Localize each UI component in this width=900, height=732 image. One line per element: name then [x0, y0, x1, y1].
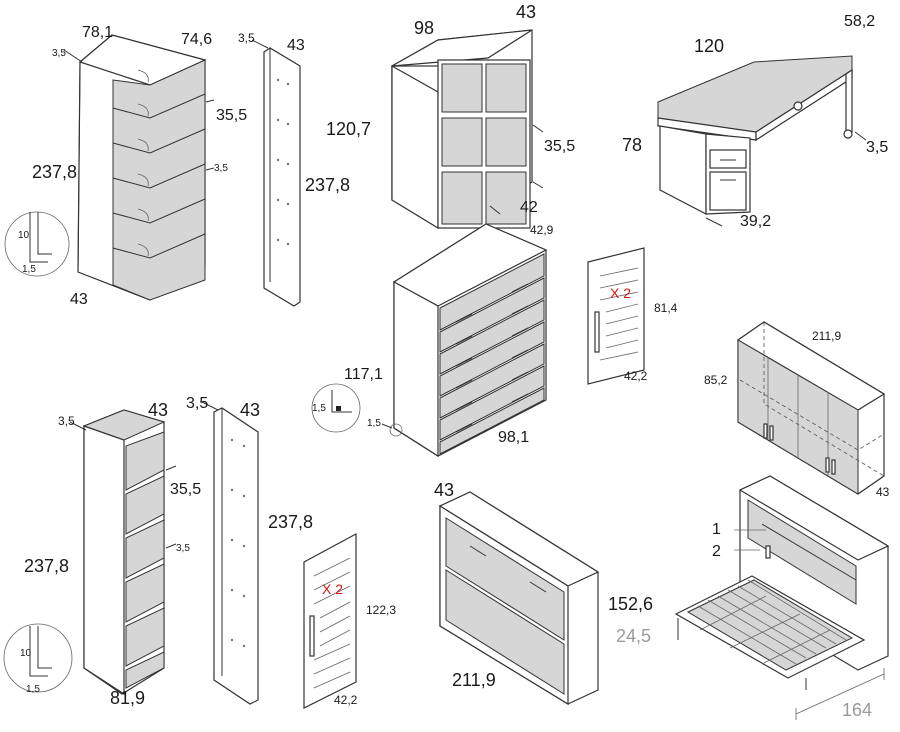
- corner-unit-shelf-depth: 35,5: [216, 107, 247, 124]
- open-shelf-height: 237,8: [24, 556, 69, 576]
- open-shelf-edge: 3,5: [58, 414, 75, 428]
- folding-bed-height: 152,6: [608, 594, 653, 614]
- open-shelf-drawing: [69, 409, 177, 696]
- open-shelf-shelf-depth: 35,5: [170, 481, 201, 498]
- cube-shelf-height: 120,7: [326, 119, 371, 139]
- side-panel-top-depth: 43: [287, 37, 305, 54]
- chest-foot: 1,5: [367, 418, 381, 429]
- door-top-width: 42,2: [624, 369, 648, 383]
- desk-height: 78: [622, 135, 642, 155]
- desk-depth: 58,2: [844, 13, 875, 30]
- open-bed-callout-2: 2: [712, 543, 721, 560]
- door-top-quantity: X 2: [610, 285, 631, 301]
- wall-cabinet-drawing: [736, 321, 886, 495]
- wall-cabinet-width: 211,9: [812, 329, 841, 343]
- corner-unit-detail-a: 10: [18, 230, 30, 241]
- door-bottom-height: 122,3: [366, 603, 396, 617]
- corner-unit-height: 237,8: [32, 162, 77, 182]
- side-panel-bottom-depth: 43: [240, 400, 260, 420]
- open-shelf-depth: 43: [148, 400, 168, 420]
- door-bottom-drawing: [303, 532, 357, 709]
- corner-shelves: [112, 69, 206, 259]
- corner-unit-edge-depth: 3,5: [52, 48, 66, 59]
- open-shelf-width: 81,9: [110, 688, 145, 708]
- door-top-height: 81,4: [654, 301, 678, 315]
- door-bottom-width: 42,2: [334, 693, 358, 707]
- corner-unit-drawing: [63, 34, 215, 301]
- chest-width: 98,1: [498, 429, 529, 446]
- bed-frame-slats: [674, 575, 866, 679]
- cube-shelf-cell-depth: 35,5: [544, 138, 575, 155]
- corner-unit-detail-circle: 10 1,5: [4, 211, 70, 277]
- chest-drawer-fronts: [439, 253, 545, 455]
- open-bed-length: 164: [842, 700, 872, 720]
- desk-length: 120: [694, 36, 724, 56]
- chest-detail: 1,5: [312, 403, 326, 414]
- cube-shelf-depth: 43: [516, 2, 536, 22]
- open-bed-callout-1: 1: [712, 521, 721, 538]
- open-shelf-boards: [125, 431, 165, 689]
- chest-drawing: [381, 223, 548, 458]
- cube-shelf-base-depth: 42: [520, 199, 538, 216]
- door-top-drawing: [587, 247, 645, 385]
- open-bed-leg-height: 24,5: [616, 626, 651, 646]
- cube-shelf-width: 98: [414, 18, 434, 38]
- side-panel-bottom-thickness: 3,5: [186, 395, 208, 412]
- door-bottom-quantity: X 2: [322, 581, 343, 597]
- chest-detail-circle: 1,5: [311, 383, 361, 433]
- open-shelf-detail-circle: 10 1,5: [3, 623, 73, 695]
- side-panel-bottom-height: 237,8: [268, 512, 313, 532]
- chest-depth: 42,9: [530, 223, 554, 237]
- corner-unit-shelf-thick: 3,5: [214, 163, 228, 174]
- wall-cabinet-depth: 43: [876, 485, 890, 499]
- side-panel-top-drawing: [251, 39, 301, 307]
- corner-unit-base-depth: 43: [70, 291, 88, 308]
- desk-drawer-width: 39,2: [740, 213, 771, 230]
- side-panel-top-thickness: 3,5: [238, 31, 255, 45]
- corner-unit-detail-b: 1,5: [22, 264, 36, 275]
- desk-drawing: [657, 55, 867, 227]
- open-shelf-detail-b: 1,5: [26, 684, 40, 695]
- wall-cabinet-height: 85,2: [704, 373, 728, 387]
- cube-shelf-drawing: [391, 29, 544, 230]
- side-panel-bottom-drawing: [201, 401, 259, 705]
- folding-bed-width: 211,9: [452, 670, 496, 690]
- open-shelf-shelf-thick: 3,5: [176, 543, 190, 554]
- folding-bed-closed-drawing: [438, 491, 600, 706]
- open-shelf-detail-a: 10: [20, 648, 32, 659]
- corner-unit-width-top: 78,1: [82, 24, 113, 41]
- folding-bed-open-drawing: [674, 475, 890, 720]
- chest-height: 117,1: [344, 366, 383, 383]
- desk-castor: 3,5: [866, 139, 888, 156]
- corner-unit-depth-top: 74,6: [181, 31, 212, 48]
- folding-bed-depth: 43: [434, 480, 454, 500]
- side-panel-top-height: 237,8: [305, 175, 350, 195]
